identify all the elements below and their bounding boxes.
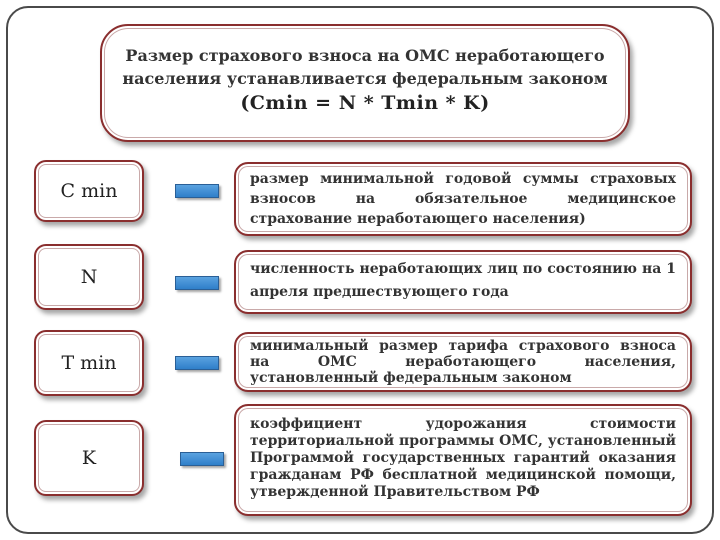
label-k: K [34,420,144,496]
desc-n: численность неработающих лиц по состояни… [234,250,692,314]
header-box: Размер страхового взноса на ОМС неработа… [100,24,630,142]
connector-cmin [175,184,219,198]
connector-tmin [175,356,219,370]
desc-tmin: минимальный размер тарифа страхового взн… [234,332,692,392]
header-line-2: населения устанавливается федеральным за… [122,69,608,88]
label-n: N [34,244,144,310]
connector-k [180,452,224,466]
desc-k: коэффициент удорожания стоимости террито… [234,404,692,516]
formula: (Cmin = N * Tmin * K) [240,92,490,114]
connector-n [175,276,219,290]
label-cmin: C min [34,160,144,222]
header-line-1: Размер страхового взноса на ОМС неработа… [125,46,605,65]
desc-cmin: размер минимальной годовой суммы страхов… [234,162,692,236]
label-tmin: T min [34,330,144,396]
outer-frame [6,6,714,534]
